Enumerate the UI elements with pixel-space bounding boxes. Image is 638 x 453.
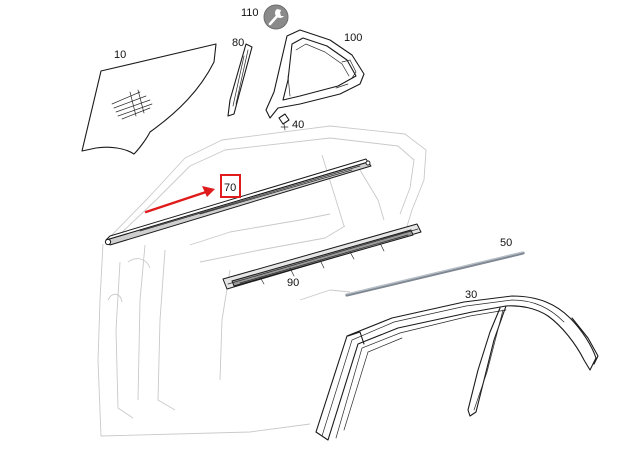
highlight-box-70 bbox=[220, 174, 241, 198]
label-30: 30 bbox=[465, 289, 477, 301]
label-80: 80 bbox=[232, 37, 244, 49]
callout-arrowhead bbox=[202, 186, 215, 197]
wrench-icon-badge: 110 bbox=[241, 4, 289, 30]
label-50: 50 bbox=[500, 237, 512, 249]
part-90-inner-waist-seal: 90 bbox=[222, 223, 422, 290]
glass-etching-mark bbox=[111, 89, 153, 120]
callout-arrow bbox=[144, 190, 208, 214]
label-10: 10 bbox=[114, 49, 126, 61]
part-40-clip: 40 bbox=[278, 113, 304, 131]
label-40: 40 bbox=[292, 119, 304, 131]
part-80-channel-strip: 80 bbox=[227, 37, 253, 117]
part-70-outer-waist-seal bbox=[104, 158, 372, 246]
part-100-quarter-frame: 100 bbox=[265, 29, 365, 119]
part-30-door-frame-seal: 30 bbox=[315, 289, 599, 441]
label-70: 70 bbox=[224, 182, 236, 194]
wrench-icon bbox=[268, 9, 284, 26]
part-10-window-glass: 10 bbox=[81, 43, 217, 155]
door-shell-outline bbox=[97, 125, 427, 437]
label-90: 90 bbox=[287, 277, 299, 289]
label-100: 100 bbox=[344, 32, 362, 44]
label-110: 110 bbox=[241, 7, 259, 19]
part-50-trim-strip: 50 bbox=[345, 237, 525, 297]
highlight-callout-70: 70 bbox=[144, 174, 241, 214]
